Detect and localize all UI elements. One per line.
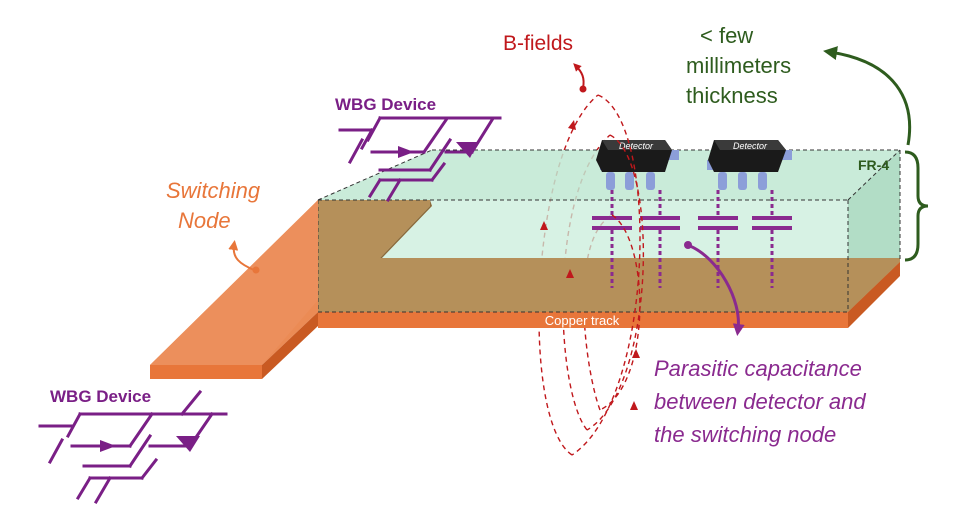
arm-side	[262, 312, 318, 379]
thickness-arrow	[823, 46, 912, 146]
switching-node-pointer-dot	[252, 266, 260, 274]
capacitor-1	[592, 190, 632, 288]
b-fields-pointer-dot	[579, 85, 587, 93]
wbg-device-bottom-diode	[176, 436, 200, 452]
wbg-device-top-diode	[456, 142, 478, 158]
copper-track-strip: Copper track	[318, 262, 900, 328]
wbg-device-bottom	[38, 389, 228, 505]
thickness-label: < few millimeters thickness	[686, 23, 797, 108]
b-fields-pointer	[573, 63, 585, 89]
b-field-arrows	[540, 120, 640, 410]
copper-strip-right	[848, 262, 900, 328]
copper-track-label: Copper track	[545, 313, 620, 328]
switching-node-pointer	[228, 240, 255, 271]
wbg-device-bottom-label: WBG Device	[50, 387, 151, 406]
arm-top-base	[150, 200, 318, 365]
copper-strip-front	[318, 312, 848, 328]
b-field-loops-front	[571, 94, 645, 456]
capacitor-4	[752, 190, 792, 288]
switching-node-arm	[150, 200, 318, 379]
arm-front	[150, 365, 262, 379]
parasitic-capacitors	[592, 190, 792, 288]
wbg-device-top	[338, 115, 502, 203]
thickness-brace	[904, 150, 929, 262]
wbg-device-bottom-arrow	[100, 440, 116, 452]
detector-2-label: Detector	[733, 141, 768, 151]
fr4-label: FR-4	[858, 157, 889, 173]
switching-node-label: Switching Node	[166, 178, 266, 233]
detector-1-label: Detector	[619, 141, 654, 151]
wbg-device-top-arrow	[398, 146, 414, 158]
wbg-device-top-label: WBG Device	[335, 95, 436, 114]
track-top-surface	[318, 200, 900, 312]
detector-chip-2: Detector	[707, 140, 792, 190]
parasitic-label: Parasitic capacitance between detector a…	[654, 356, 872, 447]
capacitor-2	[640, 190, 680, 288]
parasitic-pointer-dot	[684, 241, 692, 249]
copper-track-embedded	[318, 200, 900, 312]
capacitor-3	[698, 190, 738, 288]
parasitic-pointer	[689, 244, 745, 336]
detector-chip-1: Detector	[596, 140, 679, 190]
b-fields-label: B-fields	[503, 32, 573, 55]
